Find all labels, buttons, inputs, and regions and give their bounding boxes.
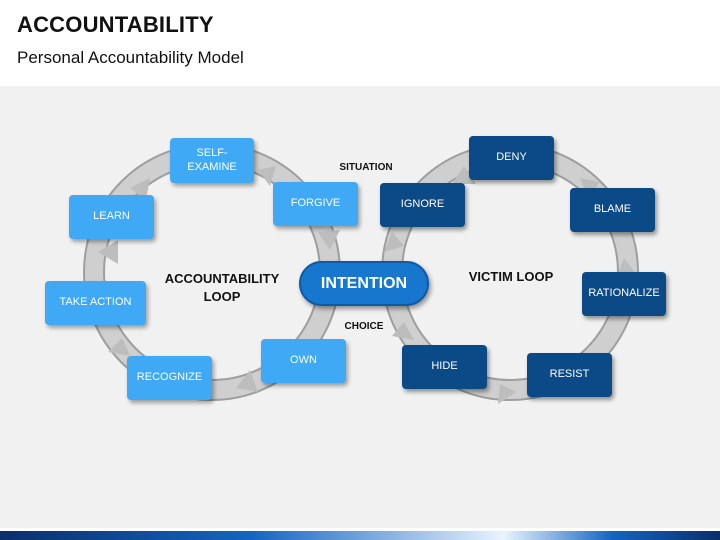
- step-learn: LEARN: [69, 195, 154, 239]
- step-blame-label: BLAME: [593, 203, 632, 216]
- arrow-head: [130, 178, 150, 200]
- arrow-head: [392, 322, 414, 340]
- intention-pill: INTENTION: [299, 261, 429, 306]
- step-own-label: OWN: [290, 354, 317, 367]
- intention-label: INTENTION: [320, 274, 408, 292]
- step-take-action-label: TAKE ACTION: [59, 296, 132, 309]
- step-deny: DENY: [469, 136, 554, 180]
- step-own: OWN: [261, 339, 346, 383]
- step-recognize-label: RECOGNIZE: [136, 371, 203, 384]
- step-hide: HIDE: [402, 345, 487, 389]
- step-ignore-label: IGNORE: [400, 198, 445, 211]
- step-resist-label: RESIST: [549, 368, 590, 381]
- page-subtitle: Personal Accountability Model: [17, 48, 244, 67]
- situation-label: SITUATION: [339, 162, 393, 173]
- step-recognize: RECOGNIZE: [127, 356, 212, 400]
- arrow-head: [258, 166, 276, 186]
- step-hide-label: HIDE: [431, 360, 458, 373]
- step-rationalize-label: RATIONALIZE: [588, 287, 660, 300]
- accountability-loop-title-line1: ACCOUNTABILITY: [164, 271, 280, 286]
- arrow-head: [108, 338, 130, 356]
- step-take-action: TAKE ACTION: [45, 281, 146, 325]
- choice-label: CHOICE: [344, 321, 384, 332]
- step-ignore: IGNORE: [380, 183, 465, 227]
- step-deny-label: DENY: [496, 151, 527, 164]
- arrow-head: [452, 166, 476, 184]
- step-forgive: FORGIVE: [273, 182, 358, 226]
- step-resist: RESIST: [527, 353, 612, 397]
- victim-loop-title: VICTIM LOOP: [468, 269, 554, 284]
- arrow-head: [498, 384, 516, 404]
- step-self-examine-line1: SELF-: [196, 146, 228, 159]
- step-forgive-label: FORGIVE: [290, 197, 341, 210]
- arrow-head: [98, 240, 118, 264]
- step-self-examine-line2: EXAMINE: [187, 160, 237, 173]
- arrow-head: [384, 232, 404, 252]
- bottom-accent-bar: [0, 531, 720, 540]
- arrow-head: [236, 370, 258, 392]
- step-self-examine: SELF- EXAMINE: [170, 138, 254, 183]
- step-rationalize: RATIONALIZE: [582, 272, 666, 316]
- arrow-head: [318, 230, 340, 250]
- step-blame: BLAME: [570, 188, 655, 232]
- accountability-loop-title-line2: LOOP: [203, 288, 241, 304]
- accountability-loop-title: ACCOUNTABILITY LOOP: [160, 270, 284, 305]
- step-learn-label: LEARN: [93, 210, 130, 223]
- page-title: ACCOUNTABILITY: [17, 12, 214, 37]
